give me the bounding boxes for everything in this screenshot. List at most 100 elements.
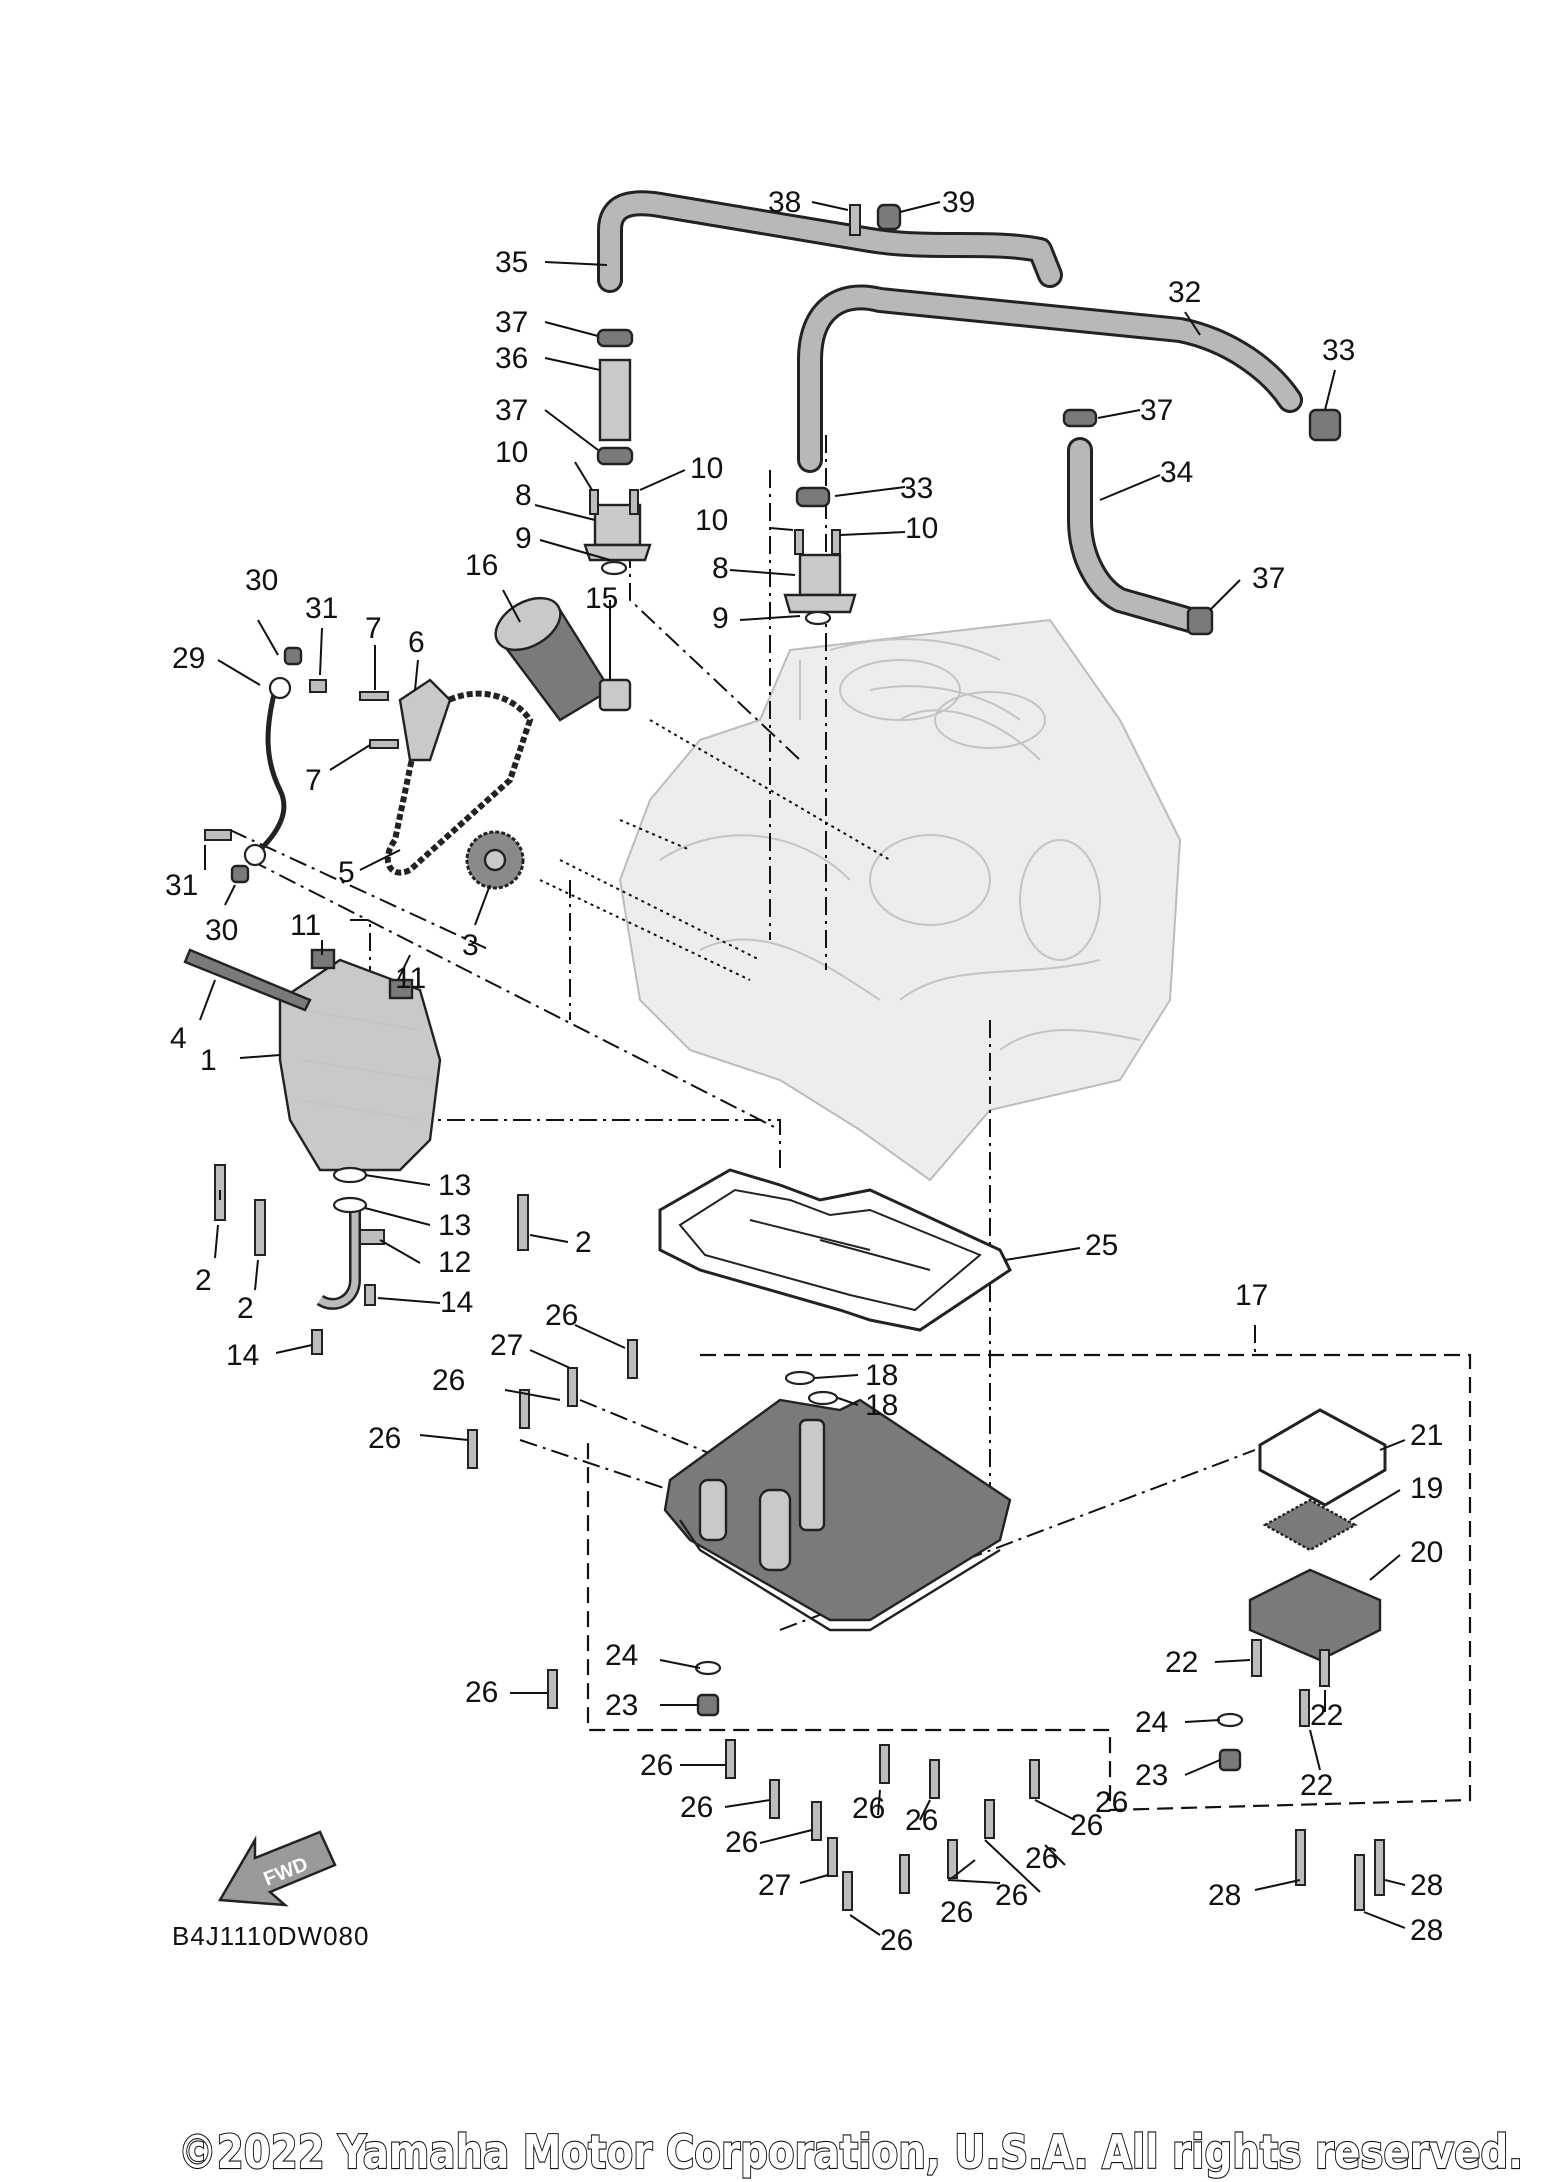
callout-6: 6 [408,626,425,659]
drain-plugs [694,1660,1244,1772]
callout-10: 10 [905,512,938,545]
callout-26: 26 [545,1299,578,1332]
callout-24: 24 [1135,1706,1168,1739]
callout-31: 31 [165,869,198,902]
breather-29 [204,646,327,884]
callout-14: 14 [440,1286,473,1319]
callout-31: 31 [305,592,338,625]
callout-32: 32 [1168,276,1201,309]
callout-24: 24 [605,1639,638,1672]
callout-2: 2 [195,1264,212,1297]
callout-14: 14 [226,1339,259,1372]
callout-10: 10 [495,436,528,469]
callout-26: 26 [1025,1842,1058,1875]
bolts-10 [589,489,841,555]
callout-5: 5 [338,856,355,889]
callout-36: 36 [495,342,528,375]
callouts: 1 2 2 2 2 3 4 5 6 7 7 8 8 9 9 10 10 10 1… [165,186,1443,1957]
callout-13: 13 [438,1169,471,1202]
callout-27: 27 [490,1329,523,1362]
callout-15: 15 [585,582,618,615]
callout-9: 9 [515,522,532,555]
chain-guide-6 [359,678,452,762]
callout-30: 30 [245,564,278,597]
hose-35 [597,190,1063,293]
pan-bolts [467,1339,1385,1911]
hose-clamps [596,203,1342,636]
callout-17: 17 [1235,1279,1268,1312]
callout-37: 37 [1252,562,1285,595]
callout-2: 2 [575,1226,592,1259]
callout-18: 18 [865,1389,898,1422]
union-bolt-15 [598,678,632,712]
callout-4: 4 [170,1022,187,1055]
callout-38: 38 [768,186,801,219]
oil-pipe-12 [311,1166,385,1355]
callout-25: 25 [1085,1229,1118,1262]
callout-26: 26 [1070,1809,1103,1842]
callout-28: 28 [1410,1869,1443,1902]
callout-8: 8 [515,479,532,512]
callout-23: 23 [1135,1759,1168,1792]
callout-7: 7 [305,764,322,797]
callout-26: 26 [940,1896,973,1929]
callout-35: 35 [495,246,528,279]
crankcase-ghost [618,618,1182,1182]
fwd-arrow-icon: FWD [217,1830,337,1907]
callout-26: 26 [680,1791,713,1824]
callout-7: 7 [365,612,382,645]
callout-29: 29 [172,642,205,675]
callout-26: 26 [432,1364,465,1397]
callout-26: 26 [465,1676,498,1709]
callout-26: 26 [995,1879,1028,1912]
drawing-code: B4J1110DW080 [172,1921,369,1951]
callout-26: 26 [368,1422,401,1455]
hose-32 [797,284,1303,473]
oil-pump-1 [183,948,442,1172]
callout-10: 10 [690,452,723,485]
callout-9: 9 [712,602,729,635]
hose-34 [1067,437,1203,633]
sprocket-3 [465,830,525,890]
callout-37: 37 [1140,394,1173,427]
cover-20 [1248,1568,1382,1662]
callout-26: 26 [905,1804,938,1837]
callout-20: 20 [1410,1536,1443,1569]
callout-37: 37 [495,306,528,339]
callout-30: 30 [205,914,238,947]
callout-8: 8 [712,552,729,585]
callout-26: 26 [880,1924,913,1957]
callout-3: 3 [462,929,479,962]
callout-16: 16 [465,549,498,582]
callout-28: 28 [1208,1879,1241,1912]
callout-12: 12 [438,1246,471,1279]
callout-1: 1 [200,1044,217,1077]
oil-filter-16 [494,596,612,722]
outlet-8 [583,503,857,626]
callout-26: 26 [1095,1786,1128,1819]
callout-34: 34 [1160,456,1193,489]
callout-10: 10 [695,504,728,537]
callout-39: 39 [942,186,975,219]
callout-11: 11 [395,962,426,995]
callout-22: 22 [1165,1646,1198,1679]
callout-33: 33 [1322,334,1355,367]
callout-19: 19 [1410,1472,1443,1505]
callout-26: 26 [852,1792,885,1825]
callout-33: 33 [900,472,933,505]
callout-26: 26 [725,1826,758,1859]
leader-lines [199,201,1406,1936]
callout-26: 26 [640,1749,673,1782]
hose-36 [598,358,632,442]
callout-2: 2 [237,1292,254,1325]
callout-11: 11 [290,909,321,942]
copyright-notice: ©2022 Yamaha Motor Corporation, U.S.A. A… [178,2125,1523,2179]
callout-28: 28 [1410,1914,1443,1947]
callout-27: 27 [758,1869,791,1902]
callout-13: 13 [438,1209,471,1242]
screen-19 [1262,1498,1358,1552]
callout-37: 37 [495,394,528,427]
callout-23: 23 [605,1689,638,1722]
callout-22: 22 [1300,1769,1333,1802]
